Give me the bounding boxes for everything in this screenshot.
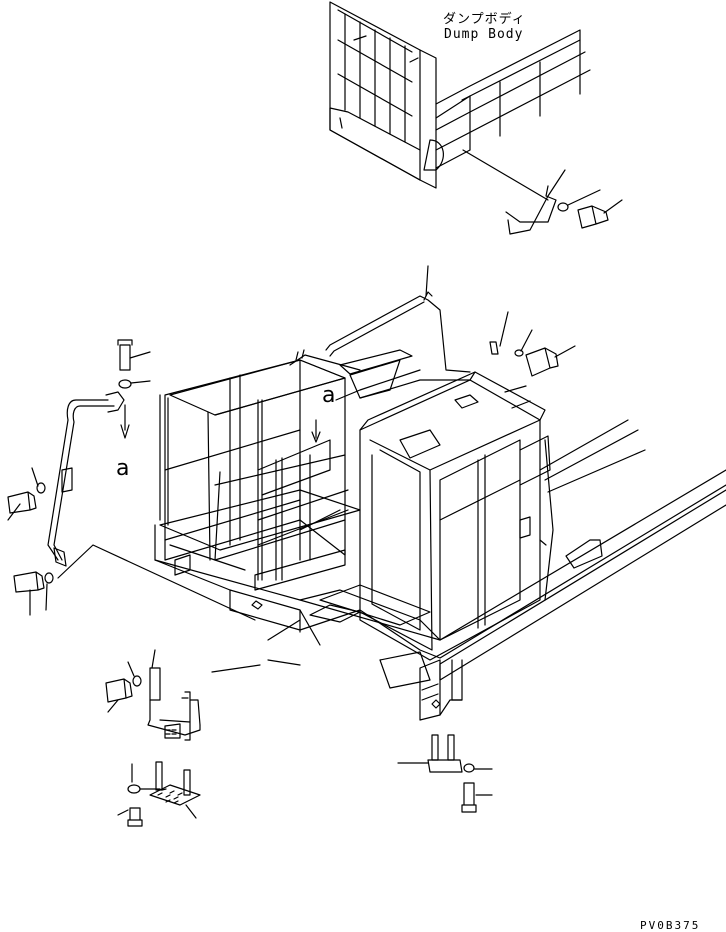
leader-lines <box>57 385 646 673</box>
dump-body-bracket <box>462 149 623 235</box>
step-right <box>397 659 493 813</box>
handrail-left <box>47 391 125 567</box>
handrail-top <box>325 265 471 373</box>
dump-body-label-japanese: ダンプボディ <box>443 12 526 27</box>
cab-frame <box>159 349 361 591</box>
roof-hardware <box>489 311 576 377</box>
step-left <box>105 649 201 827</box>
dump-body <box>329 1 591 189</box>
view-marker-a-1: a <box>322 383 336 408</box>
drawing-code: PV0B375 <box>640 919 701 932</box>
cab-shell <box>335 349 554 661</box>
view-arrow <box>311 419 321 443</box>
view-marker-a-2: a <box>116 456 130 481</box>
dump-body-label-english: Dump Body <box>444 27 524 42</box>
left-bolts <box>7 339 151 616</box>
